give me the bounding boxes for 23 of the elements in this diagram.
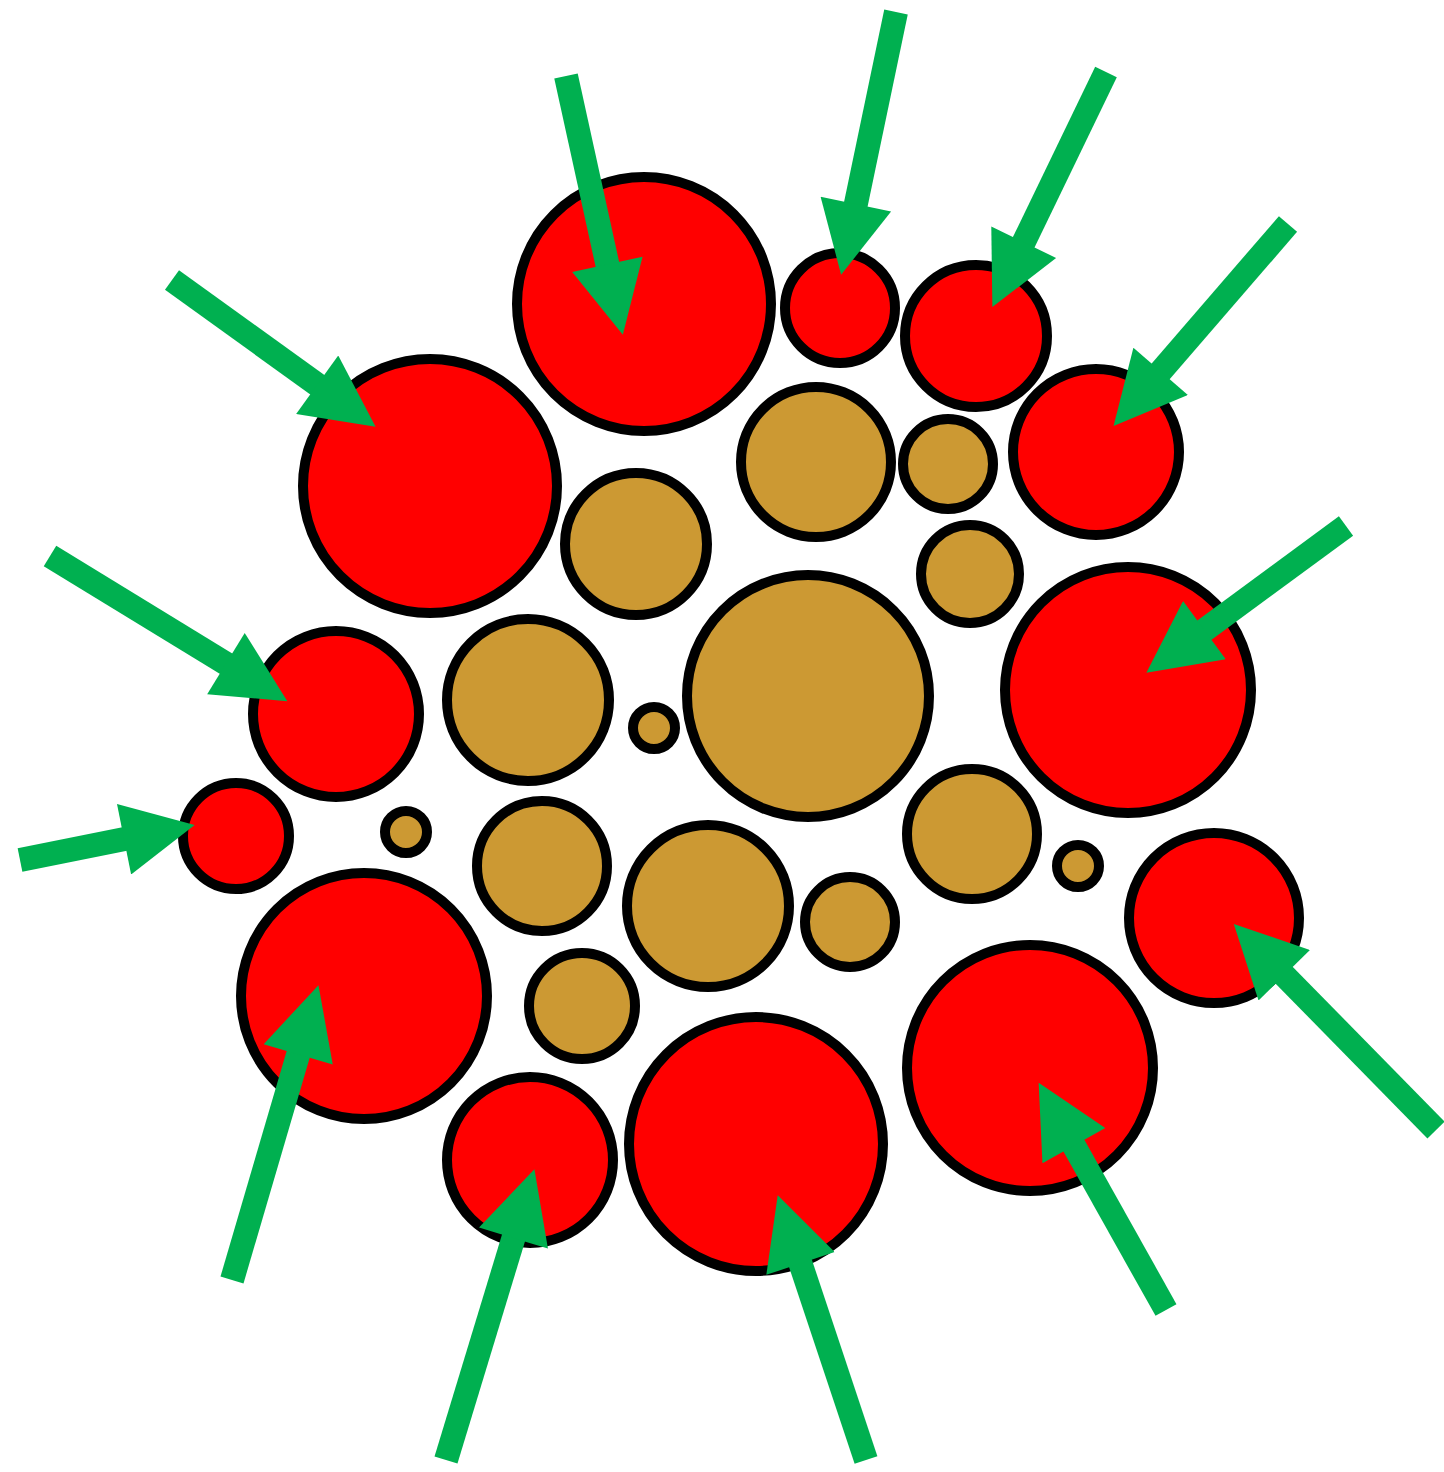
arrow (1038, 1082, 1177, 1316)
particle (902, 764, 1042, 904)
particle (916, 520, 1024, 628)
particle (800, 872, 900, 972)
particle (178, 778, 294, 894)
arrow (43, 545, 288, 702)
particle (1052, 840, 1104, 892)
particle (380, 806, 432, 858)
arrow (220, 985, 333, 1284)
arrow (1113, 216, 1298, 426)
arrow (1146, 516, 1354, 673)
particle (628, 702, 680, 754)
particle (900, 260, 1052, 412)
arrow (17, 803, 195, 875)
particle (560, 468, 712, 620)
arrow (766, 1195, 878, 1464)
arrow (165, 270, 376, 427)
arrow (820, 9, 908, 275)
particle (898, 414, 998, 514)
arrow (434, 1169, 548, 1464)
arrow (1233, 923, 1444, 1139)
arrow (991, 66, 1117, 308)
arrow (554, 73, 643, 335)
